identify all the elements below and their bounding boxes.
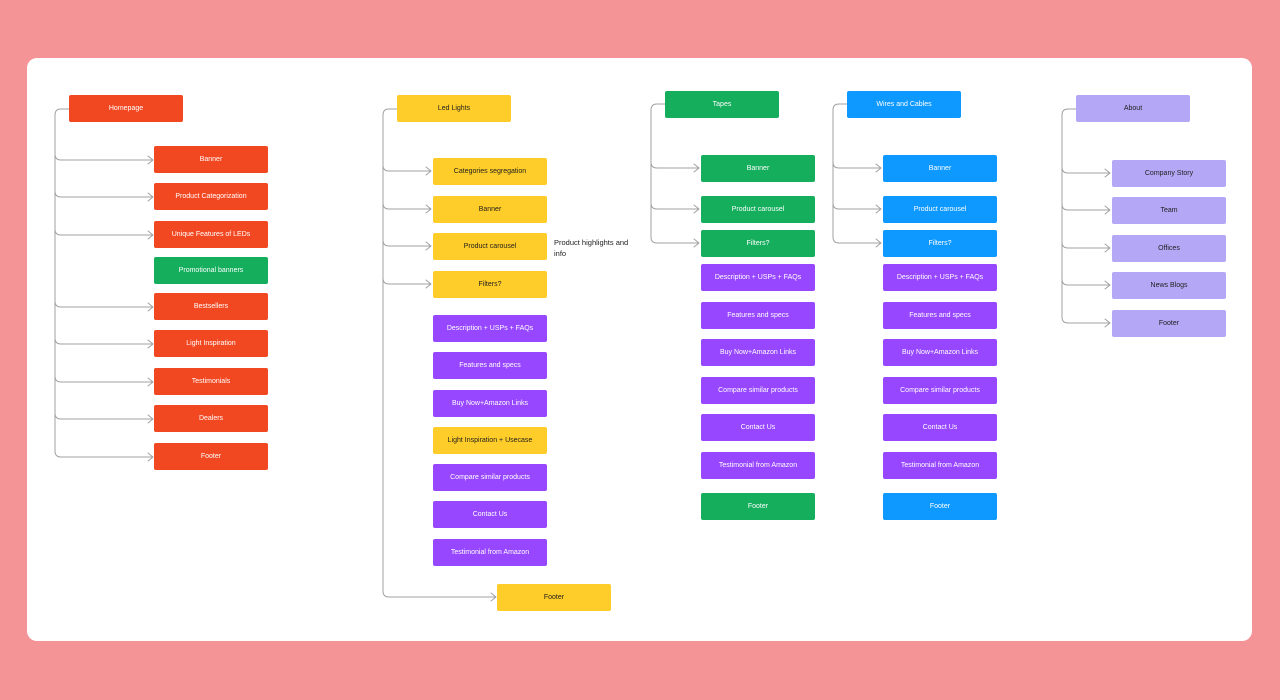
node-about-news-blogs[interactable]: News Blogs — [1112, 272, 1226, 299]
node-led-light-inspiration-usecase[interactable]: Light Inspiration + Usecase — [433, 427, 547, 454]
node-about-team[interactable]: Team — [1112, 197, 1226, 224]
node-led-features-specs[interactable]: Features and specs — [433, 352, 547, 379]
node-wires-features-specs[interactable]: Features and specs — [883, 302, 997, 329]
node-tapes-compare-products[interactable]: Compare similar products — [701, 377, 815, 404]
node-led-buy-now[interactable]: Buy Now+Amazon Links — [433, 390, 547, 417]
node-homepage-testimonials[interactable]: Testimonials — [154, 368, 268, 395]
node-tapes-features-specs[interactable]: Features and specs — [701, 302, 815, 329]
node-about-offices[interactable]: Offices — [1112, 235, 1226, 262]
node-led-lights[interactable]: Led Lights — [397, 95, 511, 122]
node-wires-footer[interactable]: Footer — [883, 493, 997, 520]
node-wires-filters[interactable]: Filters? — [883, 230, 997, 257]
node-wires-compare-products[interactable]: Compare similar products — [883, 377, 997, 404]
node-wires-and-cables[interactable]: Wires and Cables — [847, 91, 961, 118]
node-tapes-description[interactable]: Description + USPs + FAQs — [701, 264, 815, 291]
node-homepage-dealers[interactable]: Dealers — [154, 405, 268, 432]
node-led-product-carousel[interactable]: Product carousel — [433, 233, 547, 260]
node-tapes[interactable]: Tapes — [665, 91, 779, 118]
node-tapes-testimonial-amazon[interactable]: Testimonial from Amazon — [701, 452, 815, 479]
node-wires-description[interactable]: Description + USPs + FAQs — [883, 264, 997, 291]
node-tapes-filters[interactable]: Filters? — [701, 230, 815, 257]
node-homepage-banner[interactable]: Banner — [154, 146, 268, 173]
node-tapes-contact-us[interactable]: Contact Us — [701, 414, 815, 441]
node-tapes-product-carousel[interactable]: Product carousel — [701, 196, 815, 223]
node-wires-contact-us[interactable]: Contact Us — [883, 414, 997, 441]
node-homepage-footer[interactable]: Footer — [154, 443, 268, 470]
node-led-testimonial-amazon[interactable]: Testimonial from Amazon — [433, 539, 547, 566]
node-homepage-light-inspiration[interactable]: Light Inspiration — [154, 330, 268, 357]
node-led-footer[interactable]: Footer — [497, 584, 611, 611]
node-homepage-unique-features[interactable]: Unique Features of LEDs — [154, 221, 268, 248]
node-led-contact-us[interactable]: Contact Us — [433, 501, 547, 528]
annotation-product-highlights: Product highlights and info — [554, 238, 629, 258]
node-wires-banner[interactable]: Banner — [883, 155, 997, 182]
node-led-compare-products[interactable]: Compare similar products — [433, 464, 547, 491]
node-about[interactable]: About — [1076, 95, 1190, 122]
node-homepage[interactable]: Homepage — [69, 95, 183, 122]
node-tapes-footer[interactable]: Footer — [701, 493, 815, 520]
node-homepage-bestsellers[interactable]: Bestsellers — [154, 293, 268, 320]
node-homepage-product-categorization[interactable]: Product Categorization — [154, 183, 268, 210]
node-wires-product-carousel[interactable]: Product carousel — [883, 196, 997, 223]
node-led-banner[interactable]: Banner — [433, 196, 547, 223]
node-led-description[interactable]: Description + USPs + FAQs — [433, 315, 547, 342]
node-about-company-story[interactable]: Company Story — [1112, 160, 1226, 187]
node-led-filters[interactable]: Filters? — [433, 271, 547, 298]
node-wires-buy-now[interactable]: Buy Now+Amazon Links — [883, 339, 997, 366]
node-tapes-banner[interactable]: Banner — [701, 155, 815, 182]
node-led-categories-segregation[interactable]: Categories segregation — [433, 158, 547, 185]
node-wires-testimonial-amazon[interactable]: Testimonial from Amazon — [883, 452, 997, 479]
node-tapes-buy-now[interactable]: Buy Now+Amazon Links — [701, 339, 815, 366]
node-about-footer[interactable]: Footer — [1112, 310, 1226, 337]
node-homepage-promotional-banners[interactable]: Promotional banners — [154, 257, 268, 284]
